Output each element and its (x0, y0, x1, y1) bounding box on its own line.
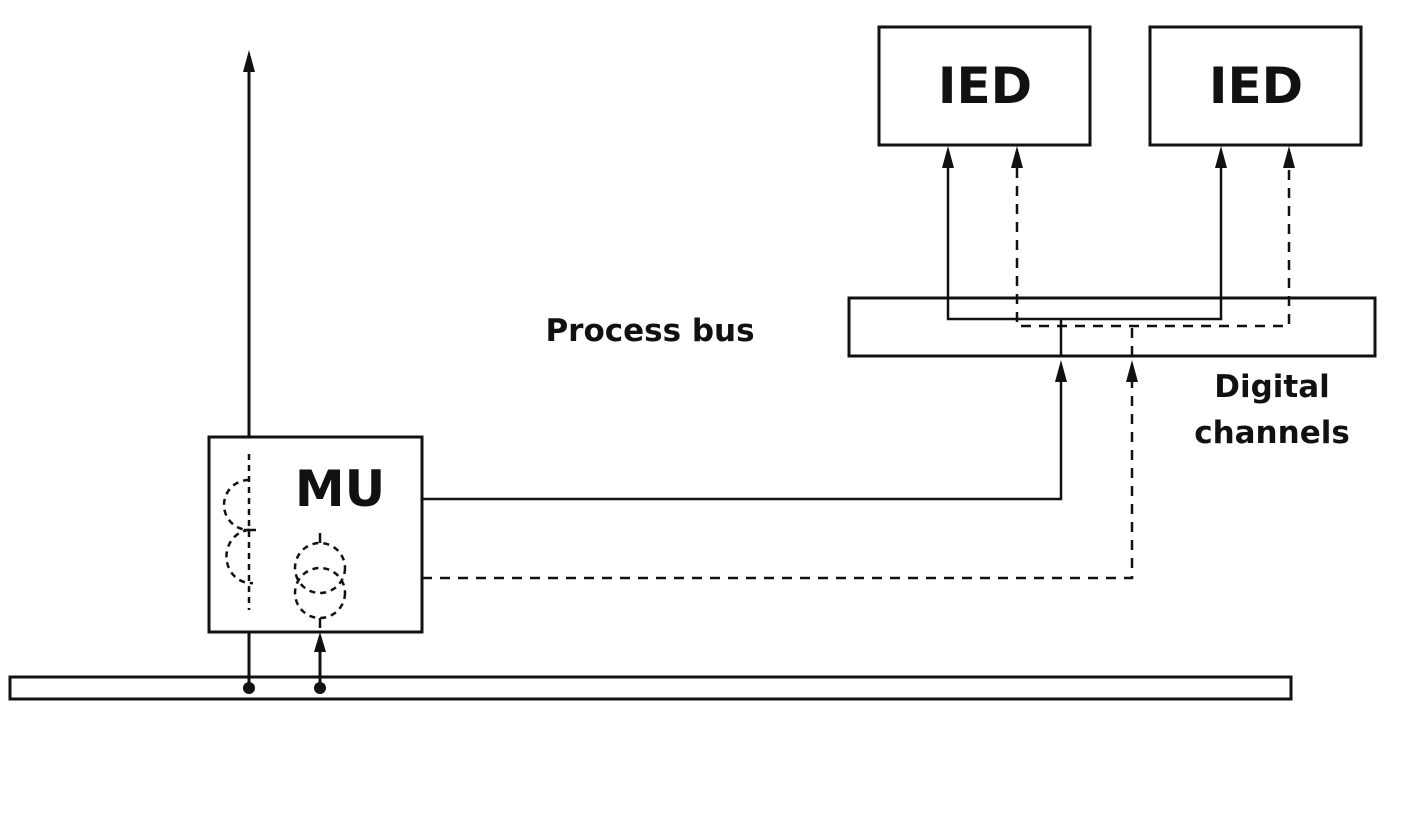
digital-channels-label-line1: Digital (1214, 369, 1330, 405)
ied-right-voltage-arrow-head-icon (1283, 146, 1295, 168)
vt-junction-dot (314, 682, 326, 694)
vt-arrow-head-icon (314, 632, 326, 652)
process-bus-label: Process bus (545, 313, 754, 349)
voltage-transformer-icon (293, 533, 347, 628)
digital-channels-label-line2: channels (1194, 415, 1350, 451)
busbar (8, 675, 1293, 701)
merging-unit: MU (207, 435, 424, 634)
ied-right: IED (1148, 25, 1363, 147)
ied-left-label: IED (938, 57, 1032, 115)
ied-left-current-arrow-head-icon (942, 146, 954, 168)
ied-right-current-arrow-head-icon (1215, 146, 1227, 168)
ied-left-voltage-arrow-head-icon (1011, 146, 1023, 168)
vt-connection (314, 632, 326, 694)
feeder-arrow-head-icon (243, 50, 255, 72)
merging-unit-box (207, 435, 424, 634)
feeder-junction-dot (243, 682, 255, 694)
ied-right-label: IED (1209, 57, 1303, 115)
ied-right-box (1148, 25, 1363, 147)
ied-left: IED (877, 25, 1092, 147)
mu-current-arrow-head-icon (1055, 360, 1067, 382)
mu-current-channel-line (422, 360, 1067, 501)
mu-voltage-arrow-head-icon (1126, 360, 1138, 382)
ied-left-box (877, 25, 1092, 147)
merging-unit-label: MU (295, 460, 385, 518)
bus-voltage-distribution (1011, 146, 1295, 356)
mu-voltage-channel-line (422, 360, 1138, 580)
current-transformer-icon (222, 454, 256, 610)
